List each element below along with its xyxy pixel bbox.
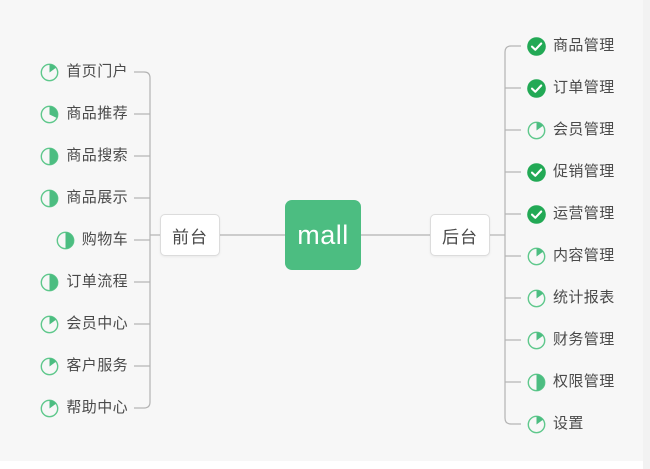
pie-icon (40, 105, 59, 124)
leaf-item[interactable]: 客户服务 (40, 353, 128, 379)
leaf-item[interactable]: 商品展示 (40, 185, 128, 211)
check-circle-icon (527, 162, 546, 182)
pie-icon (527, 289, 546, 308)
check-circle-icon (527, 78, 546, 98)
pie-icon (40, 273, 59, 292)
pie-icon (40, 189, 59, 208)
leaf-item-label: 商品推荐 (66, 105, 128, 122)
leaf-item-label: 订单流程 (66, 273, 128, 290)
leaf-item[interactable]: 会员中心 (40, 311, 128, 337)
leaf-item[interactable]: 统计报表 (527, 285, 615, 311)
leaf-item[interactable]: 订单管理 (527, 75, 615, 101)
branch-node-frontend[interactable]: 前台 (160, 214, 220, 256)
check-circle-icon (527, 36, 546, 56)
leaf-item-label: 商品展示 (66, 189, 128, 206)
pie-icon (40, 63, 59, 82)
leaf-item-label: 促销管理 (553, 163, 615, 180)
branch-node-backend[interactable]: 后台 (430, 214, 490, 256)
leaf-item[interactable]: 运营管理 (527, 201, 615, 227)
pie-icon (40, 357, 59, 376)
leaf-item-label: 内容管理 (553, 247, 615, 264)
leaf-item-label: 设置 (553, 415, 584, 432)
pie-icon (527, 247, 546, 266)
check-circle-icon (527, 204, 546, 224)
leaf-item[interactable]: 首页门户 (40, 59, 128, 85)
leaf-item[interactable]: 内容管理 (527, 243, 615, 269)
leaf-item[interactable]: 购物车 (56, 227, 128, 253)
leaf-item-label: 统计报表 (553, 289, 615, 306)
leaf-item-label: 订单管理 (553, 79, 615, 96)
leaf-item-label: 财务管理 (553, 331, 615, 348)
pie-icon (40, 399, 59, 418)
leaf-item[interactable]: 商品搜索 (40, 143, 128, 169)
leaf-item-label: 会员管理 (553, 121, 615, 138)
branch-node-backend-label: 后台 (442, 227, 478, 247)
leaf-item-label: 商品管理 (553, 37, 615, 54)
pie-icon (527, 331, 546, 350)
leaf-item[interactable]: 订单流程 (40, 269, 128, 295)
leaf-item-label: 首页门户 (66, 63, 128, 80)
leaf-item[interactable]: 权限管理 (527, 369, 615, 395)
leaf-item-label: 客户服务 (66, 357, 128, 374)
connector-line (504, 45, 512, 425)
leaf-item[interactable]: 财务管理 (527, 327, 615, 353)
pie-icon (527, 373, 546, 392)
leaf-item[interactable]: 商品管理 (527, 33, 615, 59)
root-node-mall[interactable]: mall (285, 200, 361, 270)
leaf-item-label: 会员中心 (66, 315, 128, 332)
leaf-item[interactable]: 帮助中心 (40, 395, 128, 421)
leaf-item[interactable]: 会员管理 (527, 117, 615, 143)
leaf-item-label: 运营管理 (553, 205, 615, 222)
leaf-item[interactable]: 设置 (527, 411, 584, 437)
pie-icon (56, 231, 75, 250)
branch-node-frontend-label: 前台 (172, 227, 208, 247)
leaf-item-label: 权限管理 (553, 373, 615, 390)
pie-icon (40, 147, 59, 166)
pie-icon (527, 121, 546, 140)
pie-icon (40, 315, 59, 334)
leaf-item[interactable]: 商品推荐 (40, 101, 128, 127)
bottom-gutter (0, 461, 650, 469)
pie-icon (527, 415, 546, 434)
right-gutter (643, 0, 650, 469)
leaf-item[interactable]: 促销管理 (527, 159, 615, 185)
root-node-label: mall (297, 219, 349, 250)
leaf-item-label: 帮助中心 (66, 399, 128, 416)
leaf-item-label: 商品搜索 (66, 147, 128, 164)
leaf-item-label: 购物车 (81, 231, 128, 248)
